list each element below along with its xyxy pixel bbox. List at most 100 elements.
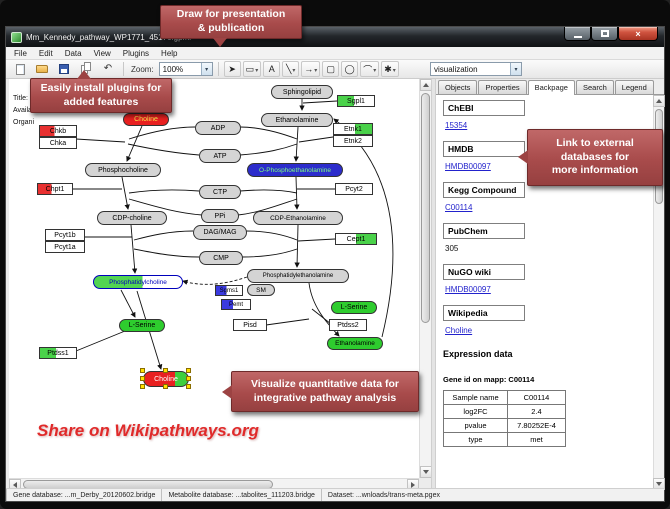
label-tool-button[interactable]: A [263,61,281,77]
menu-item-edit[interactable]: Edit [38,48,53,58]
menu-item-data[interactable]: Data [64,48,82,58]
selection-handle[interactable] [163,368,168,373]
pathway-node-ethanolamine-top[interactable]: Ethanolamine [261,113,333,127]
pathway-node-cdp-choline[interactable]: CDP-choline [97,211,167,225]
backpage-value-wikipedia[interactable]: Choline [445,326,473,335]
tab-properties[interactable]: Properties [478,80,527,94]
backpage-value-hmdb[interactable]: HMDB00097 [445,162,491,171]
dropdown-arrow-icon[interactable] [292,64,295,74]
backpage-value-kegg-compound[interactable]: C00114 [445,203,473,212]
backpage-header-hmdb: HMDB [443,141,525,157]
canvas-vertical-scrollbar[interactable] [419,79,432,478]
pathway-node-l-serine-right[interactable]: L-Serine [331,301,377,314]
selection-handle[interactable] [140,384,145,389]
new-file-button[interactable] [10,61,30,77]
shape-tool-button[interactable]: ✱ [381,61,399,77]
close-button[interactable]: × [618,27,658,41]
arc-tool-button[interactable]: ⌒ [360,61,380,77]
expression-cell: 2.4 [507,404,566,419]
selection-handle[interactable] [163,384,168,389]
pathway-node-sm[interactable]: SM [247,284,275,296]
pathway-node-etnk2[interactable]: Etnk2 [333,135,373,147]
menu-item-view[interactable]: View [93,48,111,58]
new-file-icon [15,63,25,75]
pathway-node-atp[interactable]: ATP [199,149,241,163]
tab-objects[interactable]: Objects [438,80,478,94]
menu-item-plugins[interactable]: Plugins [122,48,150,58]
maximize-button[interactable] [591,27,618,41]
pathway-node-l-serine-left[interactable]: L-Serine [119,319,165,332]
pathway-node-etnk1[interactable]: Etnk1 [333,123,373,135]
dropdown-arrow-icon[interactable] [255,64,258,74]
pathway-node-pcyt1a[interactable]: Pcyt1a [45,241,85,253]
pathway-node-choline-top[interactable]: Choline [123,113,169,126]
pathway-node-cmp[interactable]: CMP [199,251,243,265]
pathway-node-adp[interactable]: ADP [195,121,241,135]
pathway-node-phosphatidylcholine[interactable]: Phosphatidylcholine [93,275,183,289]
backpage-value-nugo-wiki[interactable]: HMDB00097 [445,285,491,294]
pathway-node-sgms1[interactable]: Sgms1 [215,285,243,296]
pathway-node-ptdss2[interactable]: Ptdss2 [329,319,367,331]
pathway-node-pcyt2[interactable]: Pcyt2 [335,183,373,195]
menu-item-file[interactable]: File [14,48,27,58]
selection-handle[interactable] [186,376,191,381]
backpage-value-chebi[interactable]: 15354 [445,121,468,130]
pathway-node-ethanolamine-bottom[interactable]: Ethanolamine [327,337,383,350]
panel-scroll-up-button[interactable] [653,95,665,107]
select-tool-button[interactable]: ➤ [223,61,241,77]
minimize-button[interactable] [564,27,591,41]
datanode-tool-button[interactable]: ▭ [242,61,262,77]
oval-tool-button[interactable]: ◯ [341,61,359,77]
expression-data-title: Expression data [443,349,513,359]
scroll-down-button[interactable] [420,466,432,478]
dropdown-arrow-icon[interactable] [314,64,317,74]
selection-handle[interactable] [140,368,145,373]
arrow-tool-button[interactable]: → [301,61,321,77]
zoom-dropdown-arrow-icon[interactable] [200,63,212,75]
pathway-node-chka[interactable]: Chka [39,137,77,149]
toolbar-separator [217,62,219,76]
pathway-node-pemt[interactable]: Pemt [221,299,251,310]
zoom-combobox[interactable]: 100% [158,62,213,76]
line-tool-button[interactable]: ╲ [282,61,300,77]
save-button[interactable] [54,61,74,77]
pathway-node-pisd[interactable]: Pisd [233,319,267,331]
selection-handle[interactable] [186,384,191,389]
tab-search[interactable]: Search [575,80,614,94]
visualization-dropdown-arrow-icon[interactable] [510,63,521,75]
shape-tool-icon: ✱ [384,63,392,74]
pathway-node-phosphatidylethanolamine[interactable]: Phosphatidylethanolamine [247,269,349,283]
pathway-node-chpt1[interactable]: Chpt1 [37,183,73,195]
panel-splitter[interactable] [431,79,436,490]
pathway-node-dag-mag[interactable]: DAG/MAG [193,225,247,240]
pathway-node-phosphocholine[interactable]: Phosphocholine [85,163,161,177]
pathway-node-sphingolipid[interactable]: Sphingolipid [271,85,333,99]
tab-backpage[interactable]: Backpage [527,80,575,95]
pathway-node-cdp-ethanolamine[interactable]: CDP-Ethanolamine [253,211,343,225]
undo-button[interactable]: ↶ [98,61,118,77]
tab-legend[interactable]: Legend [614,80,654,94]
pathway-node-ppi[interactable]: PPi [201,209,239,223]
save-disk-icon [59,64,69,74]
pathway-node-sgpl1[interactable]: Sgpl1 [337,95,375,107]
pathway-node-cept1[interactable]: Cept1 [335,233,377,245]
pathway-node-ptdss1[interactable]: Ptdss1 [39,347,77,359]
visualization-combobox[interactable]: visualization [430,62,522,76]
pathway-node-ctp[interactable]: CTP [199,185,241,199]
open-file-button[interactable] [32,61,52,77]
menu-item-help[interactable]: Help [161,48,178,58]
selection-handle[interactable] [186,368,191,373]
pathway-node-chkb[interactable]: Chkb [39,125,77,137]
dropdown-arrow-icon[interactable] [373,64,376,74]
dropdown-arrow-icon[interactable] [393,64,396,74]
selection-handle[interactable] [140,376,145,381]
expression-cell: met [507,432,566,447]
rect-tool-button[interactable]: ▢ [322,61,340,77]
pathway-node-o-phosphoethanolamine[interactable]: O-Phosphoethanolamine [247,163,343,177]
pathway-node-pcyt1b[interactable]: Pcyt1b [45,229,85,241]
select-tool-icon: ➤ [228,63,236,74]
vertical-scroll-thumb[interactable] [421,93,430,323]
